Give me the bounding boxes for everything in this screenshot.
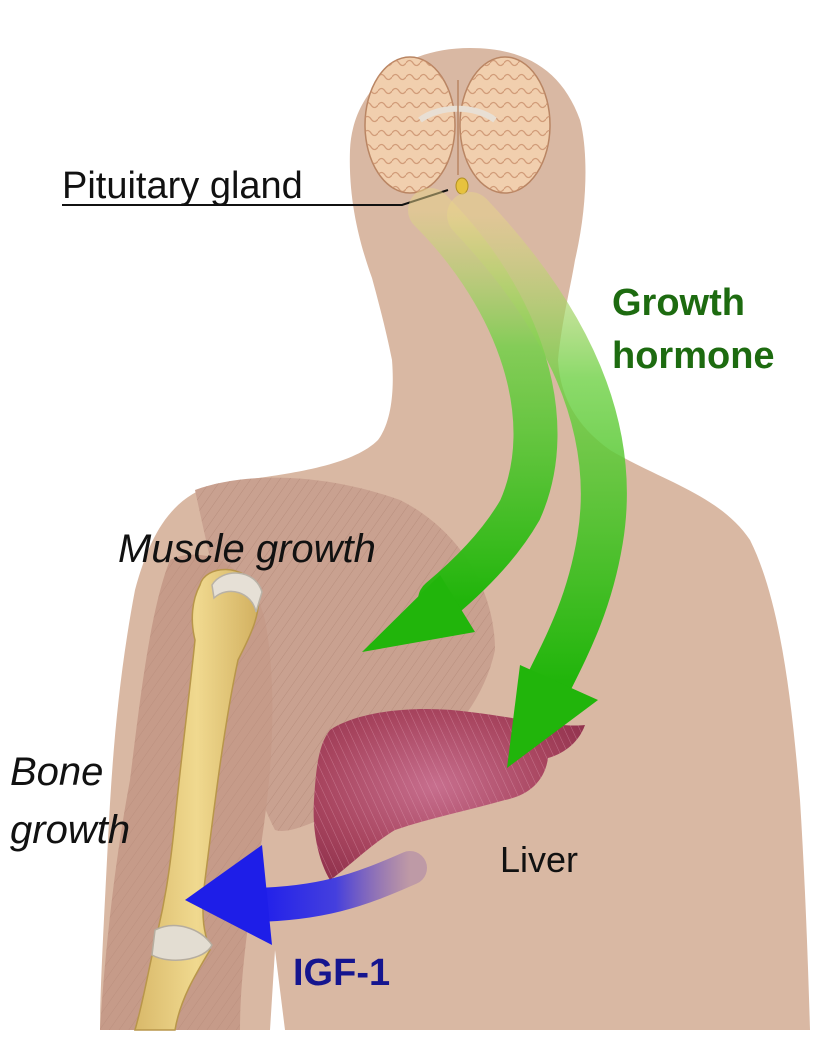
brain <box>364 56 551 194</box>
igf1-arrow <box>185 845 427 945</box>
growth-hormone-arrow-liver <box>447 192 627 768</box>
growth-hormone-label-line2: hormone <box>612 335 775 377</box>
humerus-bone <box>134 568 260 1031</box>
shoulder-joint <box>211 572 263 613</box>
bone-growth-label-line1: Bone <box>10 750 103 794</box>
growth-hormone-label-line1: Growth <box>612 282 745 324</box>
liver-label: Liver <box>500 839 578 880</box>
bone-growth-label-line2: growth <box>10 808 130 852</box>
pituitary-gland <box>455 177 469 195</box>
muscle-growth-label: Muscle growth <box>118 527 376 571</box>
pituitary-gland-label: Pituitary gland <box>62 165 303 207</box>
elbow-joint <box>151 924 213 961</box>
igf1-label: IGF-1 <box>293 952 390 994</box>
growth-hormone-arrow-muscle <box>362 188 558 652</box>
